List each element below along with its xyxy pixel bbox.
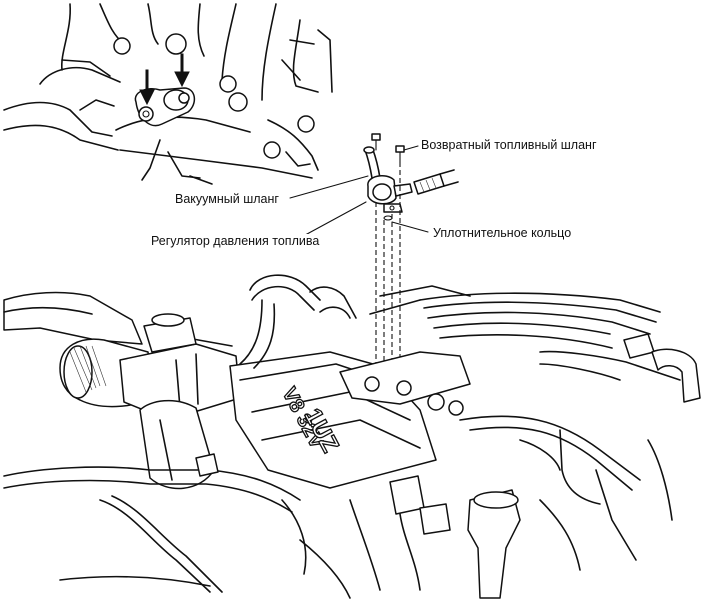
engine-main xyxy=(3,274,701,599)
label-return-hose: Возвратный топливный шланг xyxy=(420,138,598,152)
leader-lines xyxy=(289,145,429,241)
inset-detail xyxy=(3,3,333,185)
label-pressure-regulator: Регулятор давления топлива xyxy=(150,234,321,248)
label-seal-ring: Уплотнительное кольцо xyxy=(432,226,573,240)
label-vacuum-hose: Вакуумный шланг xyxy=(174,192,280,206)
